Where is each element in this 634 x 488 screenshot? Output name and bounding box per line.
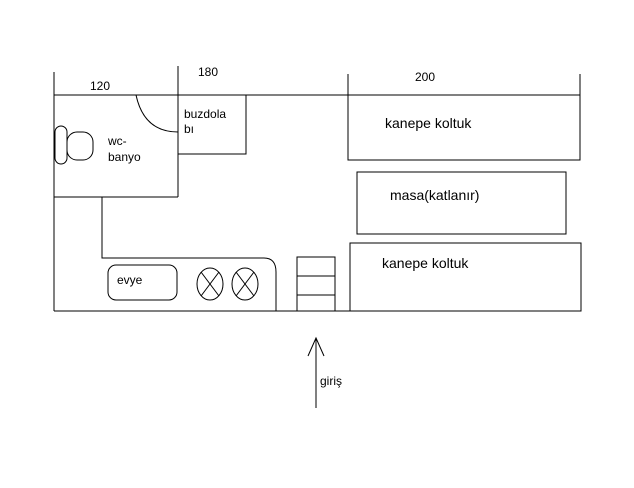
- counter-outline: [101, 197, 264, 259]
- door-swing-arc: [135, 94, 179, 133]
- wc-label-line1: wc-: [107, 134, 127, 148]
- sofa-top: kanepe koltuk: [347, 94, 581, 161]
- kitchen-counter: evye: [101, 197, 277, 311]
- sofa-bottom-label: kanepe koltuk: [382, 255, 469, 271]
- sink-label: evye: [117, 273, 143, 287]
- wc-bathroom: wc- banyo: [54, 94, 179, 198]
- table-outline: [356, 171, 567, 235]
- toilet-bowl-icon: [66, 131, 94, 161]
- sofa-bottom: kanepe koltuk: [349, 242, 582, 312]
- entrance-steps: [296, 256, 336, 312]
- sink: [107, 264, 178, 301]
- sofa-bottom-outline: [349, 242, 582, 312]
- entrance-label: giriş: [320, 374, 342, 388]
- dimension-label-left: 120: [90, 79, 110, 93]
- wc-label-line2: banyo: [108, 150, 141, 164]
- stove-burner-icon: [231, 267, 259, 301]
- steps-outline: [296, 256, 336, 312]
- fridge-outline: [177, 94, 247, 155]
- table-label: masa(katlanır): [390, 187, 479, 203]
- fridge-label-line2: bı: [184, 122, 194, 136]
- toilet-icon: [54, 125, 68, 165]
- fridge: buzdola bı: [177, 94, 247, 155]
- folding-table: masa(katlanır): [356, 171, 567, 235]
- sofa-top-label: kanepe koltuk: [385, 115, 472, 131]
- dimension-label-middle: 180: [198, 65, 218, 79]
- entrance-arrow: giriş: [307, 336, 342, 408]
- fridge-label-line1: buzdola: [184, 107, 226, 121]
- arrow-up-icon: [307, 336, 325, 357]
- sofa-top-outline: [347, 94, 581, 161]
- counter-corner: [263, 257, 277, 311]
- dimension-label-right: 200: [415, 70, 435, 84]
- stove-burner-icon: [196, 267, 224, 301]
